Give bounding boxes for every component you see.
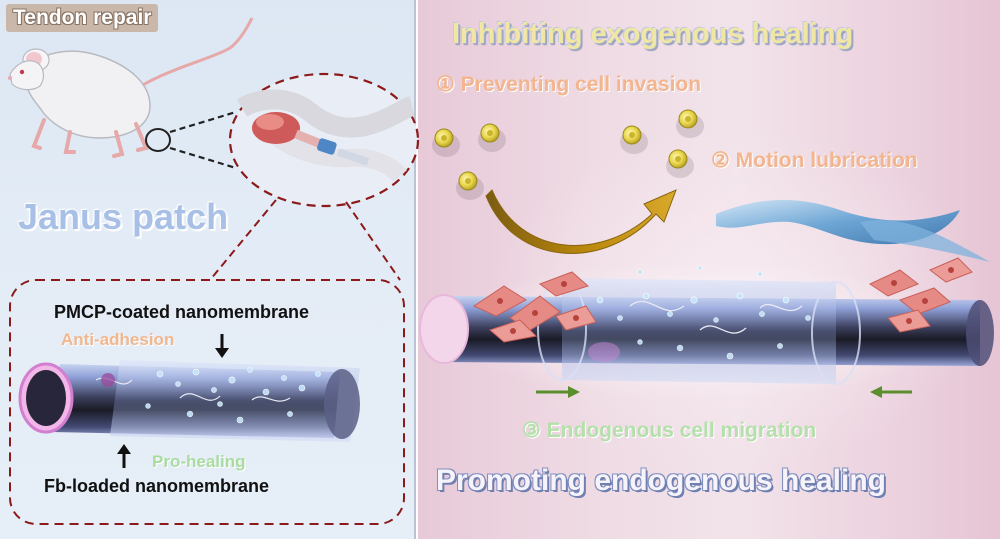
tendon-icon xyxy=(228,72,420,208)
arrow-icon xyxy=(485,189,677,254)
janus-patch-title: Janus patch xyxy=(18,196,229,237)
cell-icon xyxy=(432,109,704,200)
step-preventing-invasion: ① Preventing cell invasion xyxy=(436,73,702,96)
arrow-icon xyxy=(117,444,131,454)
promoting-title: Promoting endogenous healing xyxy=(436,464,886,497)
step-cell-migration: ③ Endogenous cell migration xyxy=(522,419,817,442)
outer-membrane-label: PMCP-coated nanomembrane xyxy=(54,302,310,322)
arrow-icon xyxy=(215,348,229,358)
pro-healing-label: Pro-healing xyxy=(152,452,246,471)
tendon-repair-tag: Tendon repair xyxy=(6,4,159,32)
arrow-icon xyxy=(870,386,912,398)
anti-adhesion-label: Anti-adhesion xyxy=(61,330,175,349)
inner-membrane-label: Fb-loaded nanomembrane xyxy=(44,476,270,496)
tendon-tube-icon xyxy=(18,360,360,442)
arrow-icon xyxy=(536,386,580,398)
inhibiting-title: Inhibiting exogenous healing xyxy=(452,18,854,50)
rat-icon xyxy=(8,17,254,158)
fibroblast-icon xyxy=(472,257,973,343)
step-motion-lubrication: ② Motion lubrication xyxy=(711,149,918,172)
tendon-tube-icon xyxy=(419,265,994,385)
